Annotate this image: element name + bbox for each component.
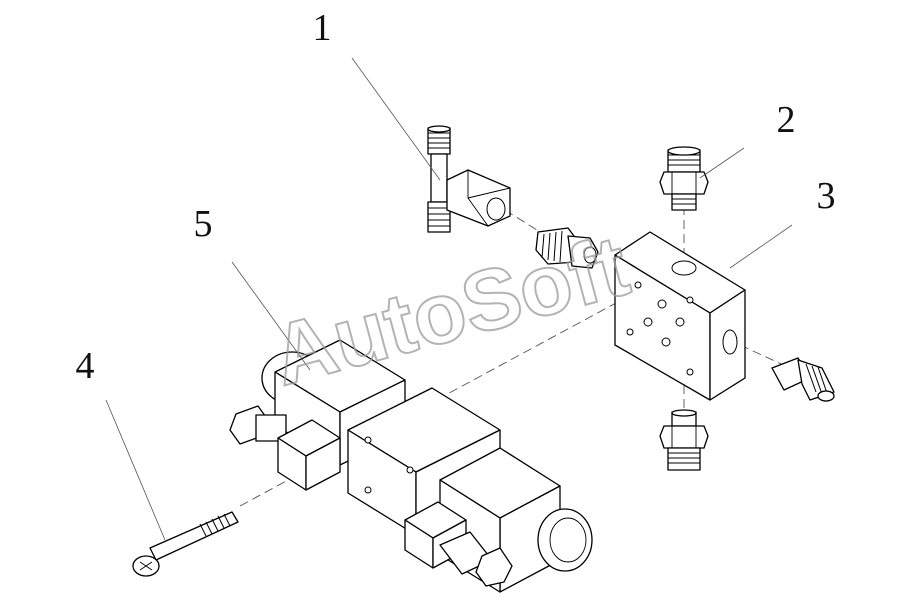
part-5-solenoid-valve bbox=[229, 339, 593, 593]
leader-5 bbox=[231, 261, 311, 371]
part-3-manifold-block bbox=[614, 231, 746, 401]
callout-2: 2 bbox=[777, 99, 796, 141]
nipple-fitting bbox=[535, 227, 599, 269]
autosoft-watermark: AutoSoft bbox=[263, 218, 638, 405]
connector-right bbox=[771, 357, 835, 402]
tee-axis-line bbox=[504, 209, 546, 236]
part-4-bolt bbox=[132, 511, 239, 577]
leader-1 bbox=[351, 57, 441, 181]
callout-4: 4 bbox=[76, 345, 95, 387]
part-1-tee-fitting bbox=[427, 125, 511, 233]
callout-5: 5 bbox=[194, 203, 213, 245]
callout-1: 1 bbox=[313, 7, 332, 49]
part-2-connector-top bbox=[659, 146, 709, 211]
leader-2 bbox=[699, 147, 745, 179]
callout-3: 3 bbox=[817, 175, 836, 217]
leader-3 bbox=[729, 224, 793, 269]
connector-bottom bbox=[659, 409, 709, 471]
leader-4 bbox=[105, 399, 166, 541]
